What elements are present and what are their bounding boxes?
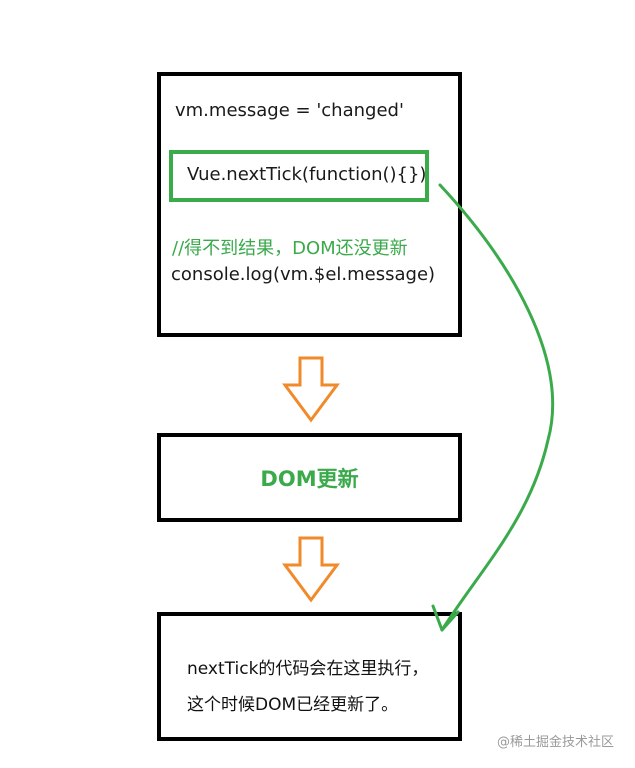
down-arrow-icon-1 bbox=[282, 356, 340, 423]
watermark-text: @稀土掘金技术社区 bbox=[497, 735, 615, 750]
code-line-console-log: console.log(vm.$el.message) bbox=[171, 264, 436, 285]
code-comment-line: //得不到结果，DOM还没更新 bbox=[172, 238, 408, 259]
note-line-1: nextTick的代码会在这里执行， bbox=[187, 659, 429, 679]
dom-update-label: DOM更新 bbox=[260, 467, 359, 491]
down-arrow-icon-2 bbox=[282, 536, 340, 603]
note-line-2: 这个时候DOM已经更新了。 bbox=[187, 695, 399, 715]
step-1-box: vm.message = 'changed' Vue.nextTick(func… bbox=[157, 72, 462, 337]
code-line-nexttick: Vue.nextTick(function(){}) bbox=[187, 164, 427, 185]
step-3-box: nextTick的代码会在这里执行， 这个时候DOM已经更新了。 bbox=[157, 612, 462, 741]
code-line-message: vm.message = 'changed' bbox=[175, 100, 404, 121]
step-2-box: DOM更新 bbox=[157, 433, 462, 522]
nexttick-highlight-box: Vue.nextTick(function(){}) bbox=[169, 150, 429, 202]
